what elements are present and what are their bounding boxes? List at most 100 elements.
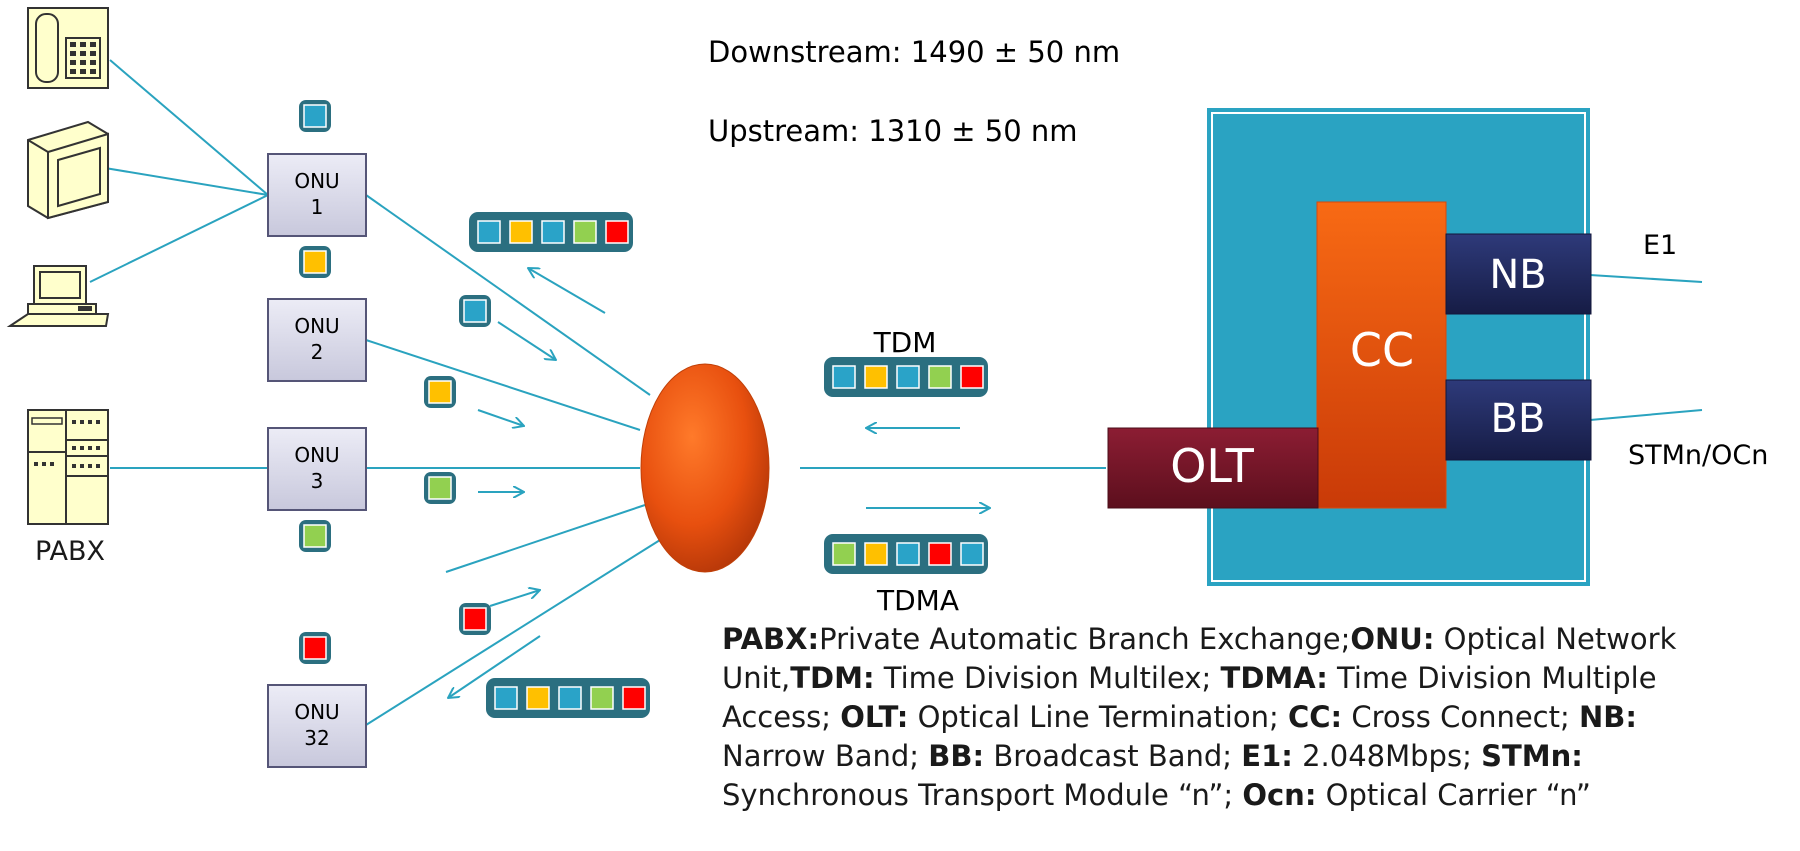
olt-block bbox=[1107, 427, 1319, 509]
e1-line bbox=[1589, 274, 1703, 283]
data-cell-fill bbox=[428, 380, 452, 404]
downstream-wavelength: Downstream: 1490 ± 50 nm bbox=[708, 35, 1120, 69]
legend-description: Optical Network Unit, bbox=[722, 622, 1677, 695]
data-cells bbox=[299, 100, 988, 718]
up-cell-3 bbox=[424, 472, 456, 504]
legend-term: ONU: bbox=[1350, 622, 1435, 656]
data-cell-fill bbox=[832, 542, 856, 566]
tdma-label: TDMA bbox=[876, 584, 959, 617]
legend-term: STMn: bbox=[1481, 739, 1583, 773]
data-cell-fill bbox=[960, 542, 984, 566]
data-cell-fill bbox=[303, 636, 327, 660]
legend-term: CC: bbox=[1287, 700, 1343, 734]
data-cell-fill bbox=[960, 365, 984, 389]
onu-label: ONU bbox=[294, 169, 339, 193]
nb-label: NB bbox=[1489, 252, 1546, 298]
upstream-arrow bbox=[477, 409, 524, 426]
data-cell-fill bbox=[896, 542, 920, 566]
data-cell-fill bbox=[509, 220, 533, 244]
legend-term: NB: bbox=[1578, 700, 1637, 734]
data-cell-fill bbox=[303, 524, 327, 548]
e1-label: E1 bbox=[1643, 230, 1677, 261]
onu-label: ONU bbox=[294, 443, 339, 467]
data-cell-fill bbox=[463, 299, 487, 323]
legend-term: Ocn: bbox=[1242, 778, 1317, 812]
telephone-icon bbox=[27, 7, 109, 89]
data-cell-fill bbox=[605, 220, 629, 244]
data-cell-fill bbox=[622, 686, 646, 710]
data-cell-fill bbox=[896, 365, 920, 389]
legend-description: 2.048Mbps; bbox=[1292, 739, 1482, 773]
olt-label: OLT bbox=[1170, 439, 1255, 493]
tdm-frame bbox=[824, 357, 988, 397]
bb-label: BB bbox=[1491, 396, 1546, 442]
onu2-fiber bbox=[365, 339, 641, 431]
legend-description: Synchronous Transport Module “n”; bbox=[722, 778, 1243, 812]
legend-description: Optical Carrier “n” bbox=[1316, 778, 1591, 812]
onu-number: 2 bbox=[311, 340, 324, 364]
fax-link bbox=[104, 167, 269, 196]
stm-line bbox=[1589, 409, 1703, 421]
aggregate-down-frame bbox=[486, 678, 650, 718]
data-cell-fill bbox=[832, 365, 856, 389]
data-cell-fill bbox=[928, 542, 952, 566]
fax-machine-icon bbox=[27, 120, 109, 220]
onu32-cell bbox=[299, 632, 331, 664]
onu32-fiber bbox=[365, 539, 661, 726]
legend-term: OLT: bbox=[840, 700, 909, 734]
upstream-arrow bbox=[489, 590, 540, 607]
aggregate-up-frame bbox=[469, 212, 633, 252]
legend-term: TDM: bbox=[790, 661, 875, 695]
data-cell-fill bbox=[541, 220, 565, 244]
downstream-arrow bbox=[448, 635, 541, 698]
stm-label: STMn/OCn bbox=[1628, 440, 1768, 471]
onu2-cell bbox=[299, 246, 331, 278]
onu-links bbox=[365, 194, 1703, 726]
data-cell-fill bbox=[303, 104, 327, 128]
nb-block bbox=[1445, 233, 1592, 315]
onu-3: ONU 3 bbox=[267, 427, 367, 511]
onu1-fiber bbox=[365, 194, 651, 396]
onu-32: ONU 32 bbox=[267, 684, 367, 768]
data-cell-fill bbox=[494, 686, 518, 710]
data-cell-fill bbox=[463, 607, 487, 631]
computer-icon bbox=[6, 265, 110, 327]
up-cell-32 bbox=[459, 603, 491, 635]
legend-term: PABX: bbox=[722, 622, 820, 656]
legend-term: BB: bbox=[928, 739, 985, 773]
data-cell-fill bbox=[526, 686, 550, 710]
abbreviation-legend: PABX:Private Automatic Branch Exchange;O… bbox=[722, 620, 1712, 815]
tdm-label: TDM bbox=[873, 326, 937, 359]
legend-term: TDMA: bbox=[1220, 661, 1328, 695]
data-cell-fill bbox=[428, 476, 452, 500]
data-cell-fill bbox=[477, 220, 501, 244]
tdma-frame bbox=[824, 534, 988, 574]
legend-description: Narrow Band; bbox=[722, 739, 929, 773]
data-cell-fill bbox=[864, 365, 888, 389]
onu-number: 1 bbox=[311, 195, 324, 219]
central-office: CC OLT NB BB bbox=[1107, 108, 1592, 586]
onu3-cell bbox=[299, 520, 331, 552]
onu-label: ONU bbox=[294, 700, 339, 724]
legend-description: Cross Connect; bbox=[1342, 700, 1579, 734]
cc-block bbox=[1316, 201, 1447, 509]
bb-block bbox=[1445, 379, 1592, 461]
onu-number: 32 bbox=[304, 726, 329, 750]
device-links bbox=[89, 59, 269, 469]
upstream-wavelength: Upstream: 1310 ± 50 nm bbox=[708, 114, 1078, 148]
legend-description: Private Automatic Branch Exchange; bbox=[819, 622, 1351, 656]
onu-label: ONU bbox=[294, 314, 339, 338]
data-cell-fill bbox=[590, 686, 614, 710]
up-cell-2 bbox=[424, 376, 456, 408]
pabx-label: PABX bbox=[35, 536, 105, 567]
data-cell-fill bbox=[558, 686, 582, 710]
up-cell-1 bbox=[459, 295, 491, 327]
pabx-cabinet-icon bbox=[27, 409, 109, 525]
onu-2: ONU 2 bbox=[267, 298, 367, 382]
onu1-cell bbox=[299, 100, 331, 132]
phone-link bbox=[109, 59, 269, 196]
direction-arrows bbox=[448, 268, 990, 698]
cc-label: CC bbox=[1350, 323, 1414, 377]
upstream-arrow bbox=[528, 268, 606, 314]
